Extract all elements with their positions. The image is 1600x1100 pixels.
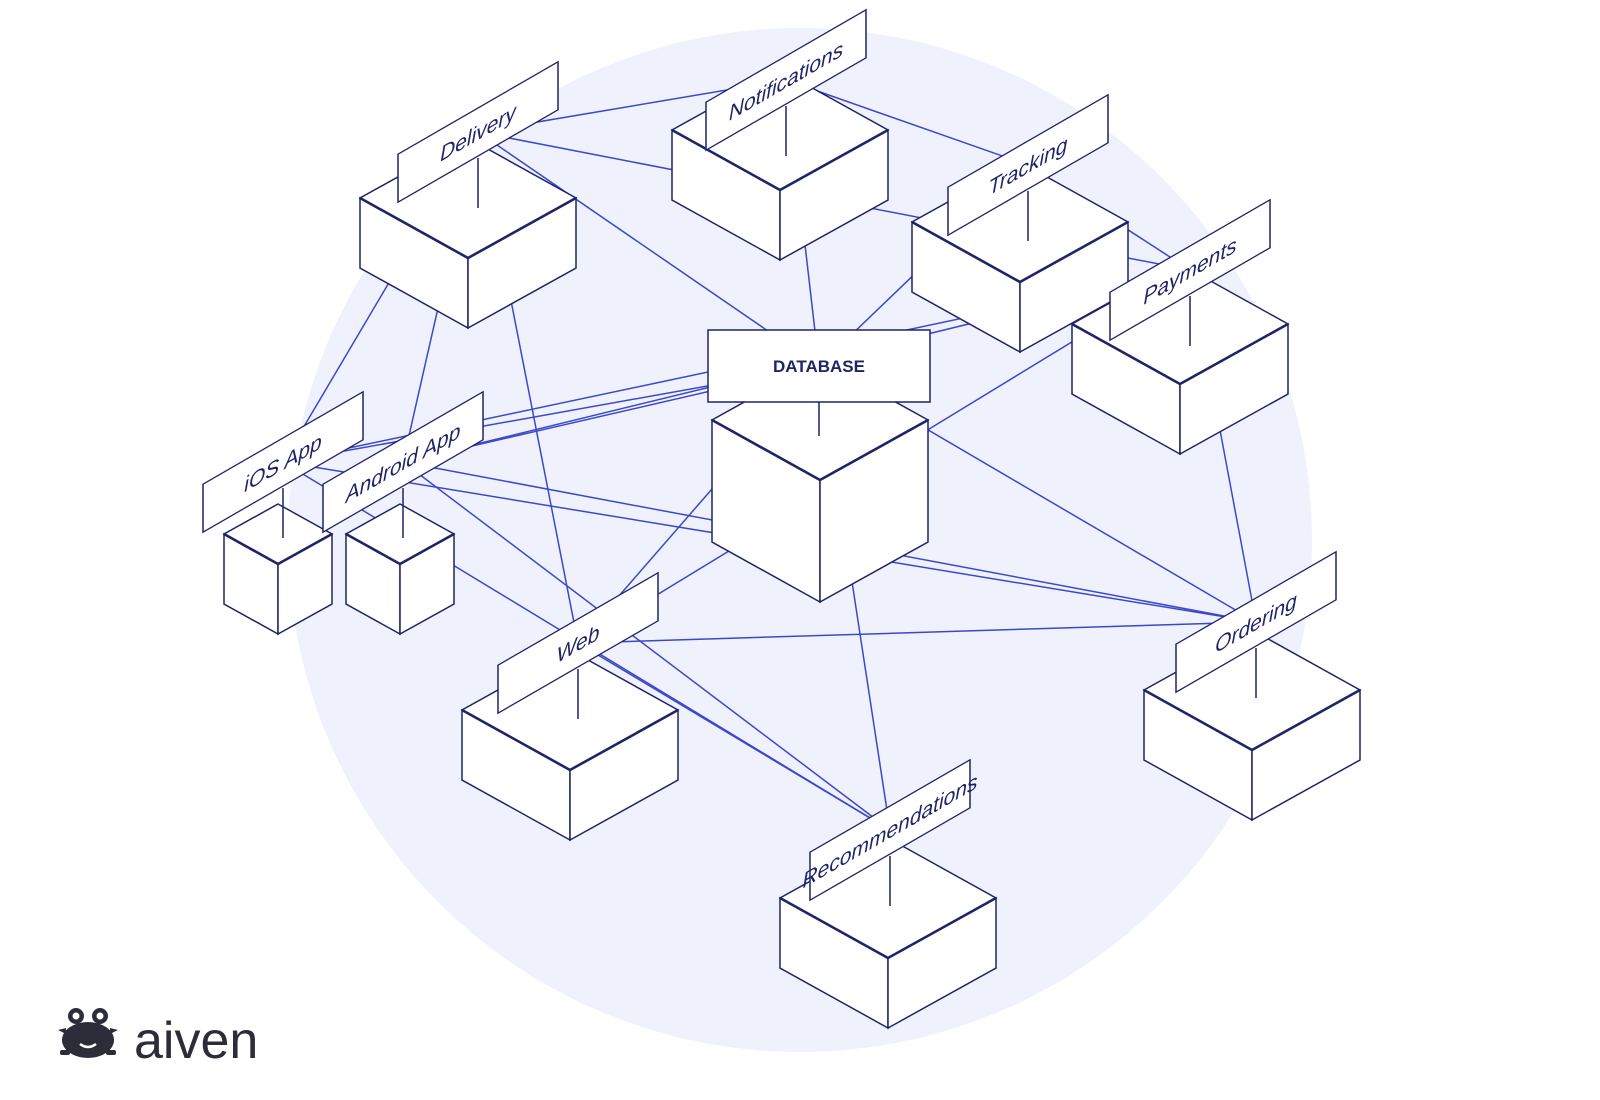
android-label-card [322, 390, 484, 534]
recommendations-cube-edge [779, 896, 889, 960]
ios-cube-edge [223, 532, 279, 566]
brand-logo: aiven [58, 1008, 258, 1070]
database-node[interactable]: DATABASE [707, 329, 931, 403]
payments-cube-edge [1179, 322, 1289, 386]
android-cube-edge [399, 532, 455, 566]
notifications-label-card [705, 8, 867, 152]
recommendations-cube-edge [887, 896, 997, 960]
service-node-web[interactable]: Web [460, 571, 680, 842]
brand-name: aiven [134, 1012, 258, 1070]
delivery-cube-edge [467, 196, 577, 260]
service-node-ordering[interactable]: Ordering [1142, 550, 1362, 822]
connection-line-web-recommendations [577, 642, 891, 831]
database-cube-edge [819, 418, 929, 482]
web-label-card [497, 571, 659, 715]
connection-line-android-recommendations [402, 461, 891, 831]
notifications-cube-edge [671, 128, 781, 192]
delivery-label-card [397, 60, 559, 204]
tracking-label-card [947, 93, 1109, 237]
web-cube-edge [569, 708, 679, 772]
payments-cube-edge [1071, 322, 1181, 386]
tracking-cube-edge [1019, 220, 1129, 284]
nodes-layer: DeliveryNotificationsTrackingPaymentsiOS… [202, 8, 1362, 1030]
ios-label-card [202, 390, 364, 534]
delivery-cube-edge [359, 196, 469, 260]
ordering-cube-edge [1143, 688, 1253, 752]
ordering-label-card [1175, 550, 1337, 694]
ios-cube-edge [277, 532, 333, 566]
service-node-tracking[interactable]: Tracking [910, 93, 1130, 354]
ios-label-tag: iOS App [202, 390, 364, 534]
database-card [707, 329, 931, 403]
connection-line-web-ordering [577, 621, 1257, 644]
service-node-delivery[interactable]: Delivery [358, 60, 578, 330]
tracking-cube-edge [911, 220, 1021, 284]
recommendations-label-card [809, 758, 971, 902]
crab-icon [58, 1008, 118, 1058]
service-node-notifications[interactable]: Notifications [670, 8, 890, 262]
payments-label-card [1109, 198, 1271, 342]
service-node-ios[interactable]: iOS App [202, 390, 364, 636]
android-cube-edge [345, 532, 401, 566]
database-cube-edge [711, 418, 821, 482]
web-cube-edge [461, 708, 571, 772]
notifications-cube-edge [779, 128, 889, 192]
service-node-recommendations[interactable]: Recommendations [778, 755, 998, 1030]
connection-line-delivery-database [477, 131, 820, 367]
connection-line-notifications-tracking [785, 79, 1029, 166]
database-label: DATABASE [773, 357, 865, 376]
ordering-cube-edge [1251, 688, 1361, 752]
